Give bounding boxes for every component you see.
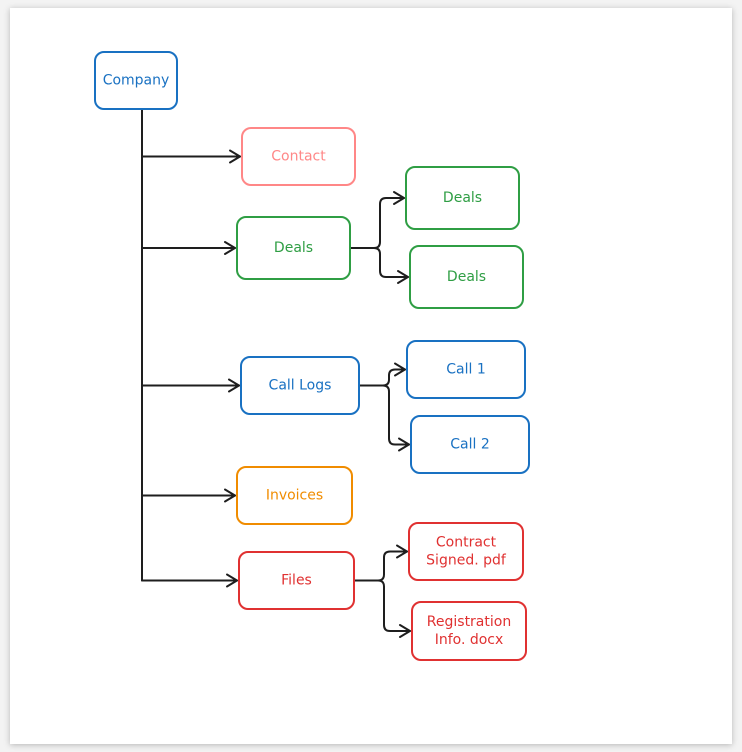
- node-contact-label: Contact: [271, 149, 326, 165]
- node-contact[interactable]: Contact: [241, 127, 356, 186]
- node-call-logs-box: [240, 356, 360, 415]
- connector-company-to-invoices-arrowhead: [224, 488, 236, 503]
- node-deals-2-label: Deals: [447, 269, 486, 285]
- node-invoices-box: [236, 466, 353, 525]
- connector-call-logs-to-call-1-arrowhead: [394, 362, 406, 377]
- connector-files-to-registration-file-arrowhead: [399, 624, 411, 638]
- connector-deals-to-deals-2-arrowhead: [397, 270, 409, 284]
- node-deals[interactable]: Deals: [236, 216, 351, 280]
- node-deals-1-label: Deals: [443, 190, 482, 206]
- connector-layer: [141, 108, 411, 638]
- node-registration-file-label-line-1: Registration: [427, 614, 511, 630]
- node-contract-file-label-line-2: Signed. pdf: [426, 553, 507, 569]
- connector-company-to-invoices: [141, 488, 236, 503]
- connector-company-to-contact-arrowhead: [229, 149, 241, 164]
- node-registration-file-box: [411, 601, 527, 661]
- node-registration-file-label-line-2: Info. docx: [435, 632, 504, 648]
- connector-call-logs-to-call-1-line: [358, 368, 406, 387]
- node-call-logs[interactable]: Call Logs: [240, 356, 360, 415]
- diagram-canvas: [10, 8, 732, 744]
- node-files-box: [238, 551, 355, 610]
- node-contract-file-label-line-1: Contract: [436, 535, 497, 551]
- connector-deals-to-deals-2: [349, 247, 409, 284]
- node-call-1-label: Call 1: [446, 362, 486, 378]
- node-deals-1[interactable]: Deals: [405, 166, 520, 230]
- connector-files-to-registration-file: [353, 579, 411, 638]
- node-call-2-box: [410, 415, 530, 474]
- connector-company-to-files: [141, 573, 238, 588]
- connector-company-to-call-logs-arrowhead: [228, 378, 240, 393]
- connector-call-logs-to-call-2-arrowhead: [398, 437, 410, 452]
- node-company-label: Company: [103, 73, 170, 89]
- connector-company-to-call-logs: [141, 378, 240, 393]
- connector-call-logs-to-call-1: [358, 362, 406, 387]
- connector-files-to-contract-file: [353, 544, 408, 582]
- node-deals-1-box: [405, 166, 520, 230]
- connector-deals-to-deals-1: [349, 191, 405, 249]
- node-deals-label: Deals: [274, 240, 313, 256]
- node-call-2-label: Call 2: [450, 437, 490, 453]
- connector-deals-to-deals-1-arrowhead: [393, 191, 405, 205]
- node-call-2[interactable]: Call 2: [410, 415, 530, 474]
- node-call-logs-label: Call Logs: [269, 378, 332, 394]
- node-deals-2[interactable]: Deals: [409, 245, 524, 309]
- connector-files-to-registration-file-line: [353, 579, 411, 632]
- node-call-1[interactable]: Call 1: [406, 340, 526, 399]
- connector-deals-to-deals-2-line: [349, 247, 409, 278]
- node-invoices[interactable]: Invoices: [236, 466, 353, 525]
- connector-company-to-deals-arrowhead: [224, 241, 236, 255]
- node-company-box: [94, 51, 178, 110]
- connector-company-to-contact: [141, 149, 241, 164]
- connector-call-logs-to-call-2-line: [358, 384, 410, 446]
- connector-files-to-contract-file-arrowhead: [396, 544, 408, 559]
- node-invoices-label: Invoices: [266, 488, 323, 504]
- node-contract-file-box: [408, 522, 524, 581]
- node-files[interactable]: Files: [238, 551, 355, 610]
- node-company[interactable]: Company: [94, 51, 178, 110]
- node-call-1-box: [406, 340, 526, 399]
- node-files-label: Files: [281, 573, 312, 589]
- connector-company-to-files-arrowhead: [226, 573, 238, 588]
- connector-company-to-deals: [141, 241, 236, 255]
- node-deals-2-box: [409, 245, 524, 309]
- node-contact-box: [241, 127, 356, 186]
- connector-deals-to-deals-1-line: [349, 197, 405, 249]
- node-deals-box: [236, 216, 351, 280]
- connector-call-logs-to-call-2: [358, 384, 410, 452]
